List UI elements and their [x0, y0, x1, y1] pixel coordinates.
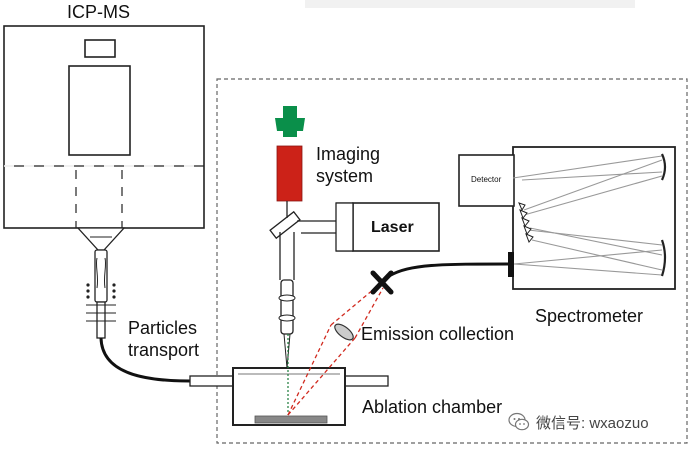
- icpms-label: ICP-MS: [67, 2, 130, 22]
- top-faint-bar: [305, 0, 635, 8]
- ablation-chamber: [189, 367, 389, 426]
- dashed-frame: [216, 78, 688, 444]
- particles-transport-label: Particles transport: [128, 318, 200, 360]
- ablation-chamber-label: Ablation chamber: [362, 397, 503, 417]
- emission-collection-label: Emission collection: [361, 324, 515, 344]
- objective-lens: [278, 232, 296, 369]
- beam-splitter: [269, 201, 301, 240]
- emission-rays: [287, 283, 384, 416]
- imaging-system: [275, 106, 305, 202]
- laser-unit: [297, 202, 440, 252]
- optical-fiber: [388, 262, 513, 278]
- wechat-logo-icon: [508, 412, 530, 431]
- laser-label: Laser: [371, 219, 414, 236]
- detector-label: Detector: [471, 175, 502, 184]
- watermark-text: 微信号: wxaozuo: [536, 414, 649, 432]
- watermark: 微信号: wxaozuo: [508, 409, 686, 435]
- imaging-system-label: Imaging system: [316, 144, 381, 186]
- icp-torch: [86, 249, 116, 339]
- transport-tube: [99, 337, 191, 383]
- icpms-unit: [3, 25, 205, 251]
- spectrometer-label: Spectrometer: [535, 306, 644, 326]
- spectrometer-unit: [458, 146, 676, 290]
- fiber-connector: [370, 270, 394, 295]
- collection-lens: [334, 323, 354, 341]
